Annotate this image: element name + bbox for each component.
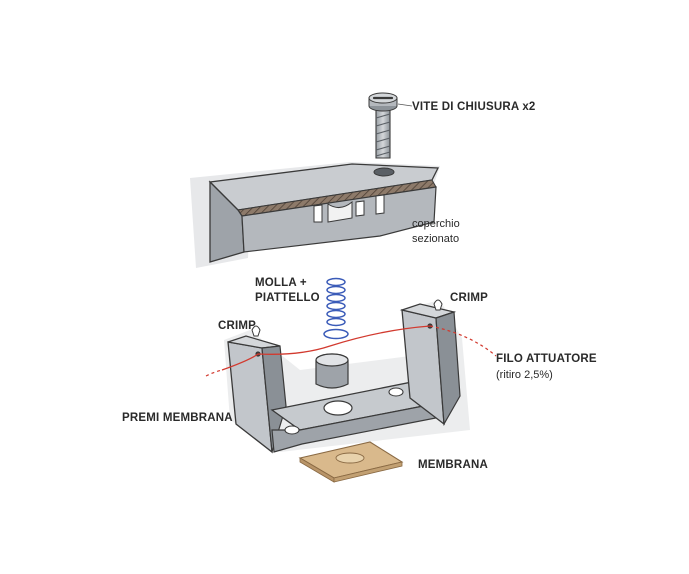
leader-lines <box>397 103 413 107</box>
spring-icon <box>323 277 349 340</box>
label-cover-line2: sezionato <box>412 233 459 245</box>
label-crimp-left: CRIMP <box>218 320 256 332</box>
press-piston <box>315 353 349 367</box>
label-press: PREMI MEMBRANA <box>122 412 233 424</box>
membrane <box>298 441 404 483</box>
base-bracket <box>224 300 470 454</box>
label-wire-line1: FILO ATTUATORE <box>496 353 597 365</box>
cover-section <box>190 162 440 268</box>
label-screw: VITE DI CHIUSURA x2 <box>412 101 536 113</box>
actuator-wire <box>205 325 497 377</box>
label-spring-line2: PIATTELLO <box>255 292 320 304</box>
label-crimp-right: CRIMP <box>450 292 488 304</box>
label-cover-line1: coperchio <box>412 218 460 230</box>
screw-icon <box>368 92 398 159</box>
label-membrane: MEMBRANA <box>418 459 488 471</box>
crimp-left-icon <box>251 325 261 337</box>
label-spring-line1: MOLLA + <box>255 277 307 289</box>
label-wire-line2: (ritiro 2,5%) <box>496 369 553 381</box>
crimp-right-icon <box>433 299 443 311</box>
